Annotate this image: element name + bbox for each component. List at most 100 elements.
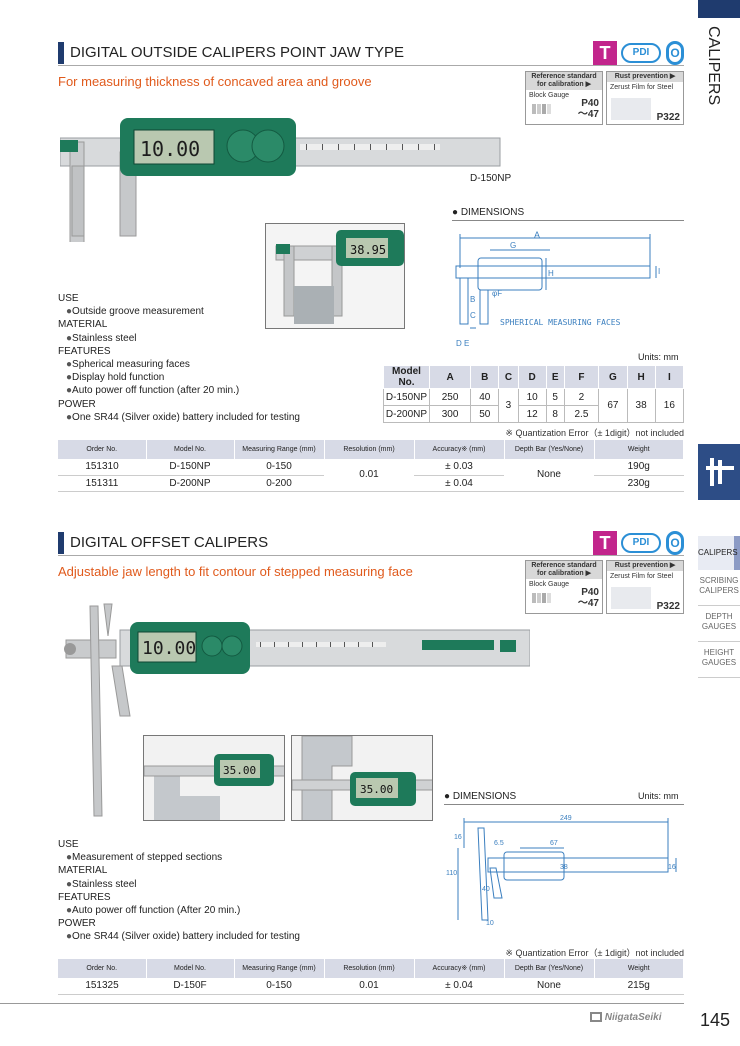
side-nav-depth[interactable]: DEPTH GAUGES <box>698 606 740 642</box>
spec-material-item-text: Stainless steel <box>72 878 137 890</box>
dim-value: 10 <box>486 920 494 927</box>
rust-head: Rust prevention ▶ <box>607 561 683 571</box>
side-nav-height[interactable]: HEIGHT GAUGES <box>698 642 740 678</box>
section2-dimensions-rule <box>444 804 684 805</box>
spec-features-heading: FEATURES <box>58 345 111 357</box>
section1-badge-o: O <box>666 41 684 65</box>
footer-brand: NiigataSeiki <box>590 1012 661 1023</box>
order-th: Accuracy※ (mm) <box>414 440 505 459</box>
rust-page: P322 <box>656 112 680 123</box>
section1-units: Units: mm <box>638 352 679 362</box>
spec-material-heading: MATERIAL <box>58 319 108 331</box>
dims-cell: 38 <box>626 388 656 423</box>
section1-badge-t: T <box>593 41 617 65</box>
dims-th: C <box>498 365 519 389</box>
section2-display-text: 10.00 <box>142 638 196 659</box>
dims-th: G <box>598 365 628 389</box>
section2-dimensions-label: DIMENSIONS <box>452 791 517 802</box>
section2-inset2-display-text: 35.00 <box>360 783 393 796</box>
section1-rust[interactable]: Rust prevention ▶ Zerust Film for Steel … <box>606 71 684 125</box>
section1-rule <box>58 65 684 66</box>
section1-ref-standard[interactable]: Reference standard for calibration ▶ Blo… <box>525 71 603 125</box>
section1-title: DIGITAL OUTSIDE CALIPERS POINT JAW TYPE <box>70 44 404 61</box>
spec-use-item-text: Outside groove measurement <box>72 306 204 318</box>
order-header-row: Order No. Model No. Measuring Range (mm)… <box>58 959 684 978</box>
dims-cell: D-150NP <box>383 388 430 406</box>
brand-name: NiigataSeiki <box>604 1012 662 1023</box>
side-category-icon <box>698 444 740 500</box>
spec-power-item-text: One SR44 (Silver oxide) battery included… <box>72 931 300 943</box>
spec-feature-item-text: Display hold function <box>72 372 165 384</box>
dim-value: 16 <box>454 834 462 841</box>
side-nav-scribing[interactable]: SCRIBING CALIPERS <box>698 570 740 606</box>
order-cell: D-150F <box>146 978 234 995</box>
dims-cell: 300 <box>428 405 472 423</box>
side-tab-title-text: CALIPERS <box>705 26 722 106</box>
spec-feature-item-text: Auto power off function (after 20 min.) <box>72 385 240 397</box>
page-number: 145 <box>700 1010 731 1030</box>
spec-feature-item: Spherical measuring faces <box>58 358 378 371</box>
section2-ref-standard[interactable]: Reference standard for calibration ▶ Blo… <box>525 560 603 614</box>
order-cell: ± 0.03 <box>414 459 504 476</box>
section2-dimension-drawing <box>457 818 677 921</box>
dims-cell: 12 <box>517 405 547 423</box>
section1-dimensions-label: DIMENSIONS <box>460 207 525 218</box>
rust-item: Zerust Film for Steel <box>610 84 674 91</box>
dim-value: 38 <box>560 864 568 871</box>
dims-cell: D-200NP <box>383 405 430 423</box>
section1-dimensions-rule <box>452 220 684 221</box>
section2-inset-photo-2: 35.00 <box>291 735 433 821</box>
dims-bullet-icon: ● <box>452 207 459 218</box>
rust-head: Rust prevention ▶ <box>607 72 683 82</box>
section2-caliper-image: 10.00 <box>64 603 530 817</box>
section2-rust[interactable]: Rust prevention ▶ Zerust Film for Steel … <box>606 560 684 614</box>
order-cell: 0-150 <box>234 459 324 476</box>
svg-text:B: B <box>470 295 475 304</box>
spec-use-item-text: Measurement of stepped sections <box>72 852 223 864</box>
spec-power-item: One SR44 (Silver oxide) battery included… <box>58 930 378 943</box>
section2-dimensions-title: ● DIMENSIONS <box>444 791 516 802</box>
order-cell: D-200NP <box>146 475 234 492</box>
order-cell: 151310 <box>58 459 146 476</box>
dims-row: D-200NP 300 50 12 8 2.5 <box>383 405 684 423</box>
side-nav-calipers[interactable]: CALIPERS <box>698 536 740 570</box>
dim-value: 16 <box>668 864 676 871</box>
dims-cell: 50 <box>470 405 500 423</box>
dims-cell: 8 <box>545 405 565 423</box>
dim-value: 6.5 <box>494 840 504 847</box>
dims-cell: 5 <box>545 388 565 406</box>
section1-dimensions-title: ● DIMENSIONS <box>452 207 524 218</box>
ref-standard-item: Block Gauge <box>529 92 570 99</box>
order-th: Measuring Range (mm) <box>234 440 325 459</box>
section1-order-table: Order No. Model No. Measuring Range (mm)… <box>58 440 684 492</box>
svg-text:A: A <box>534 230 540 240</box>
order-cell: None <box>504 978 594 995</box>
section1-display-text: 10.00 <box>140 137 200 161</box>
dims-cell: 40 <box>470 388 500 406</box>
side-nav: CALIPERS SCRIBING CALIPERS DEPTH GAUGES … <box>698 536 740 678</box>
dims-cell: 2 <box>563 388 600 406</box>
order-cell: 0.01 <box>324 459 414 492</box>
dim-value: 110 <box>446 870 458 877</box>
rust-item: Zerust Film for Steel <box>610 573 674 580</box>
section2-badge-o: O <box>666 531 684 555</box>
order-cell: ± 0.04 <box>414 475 504 492</box>
spec-feature-item: Auto power off function (after 20 min.) <box>58 384 378 397</box>
caliper-icon <box>706 458 734 486</box>
order-cell: 151325 <box>58 978 146 995</box>
spec-power-heading: POWER <box>58 398 96 410</box>
order-cell: 190g <box>594 459 684 476</box>
order-th: Measuring Range (mm) <box>234 959 325 978</box>
svg-text:H: H <box>548 269 554 278</box>
section1-caliper-image: 10.00 <box>60 118 501 242</box>
spec-power-heading: POWER <box>58 918 96 930</box>
spec-use-heading: USE <box>58 839 79 850</box>
dims-th: E <box>545 365 565 389</box>
section2-accent-bar <box>58 532 64 554</box>
order-th: Resolution (mm) <box>324 959 415 978</box>
order-th: Weight <box>594 959 684 978</box>
section2-quant-note: ※ Quantization Error（± 1digit）not includ… <box>505 948 684 958</box>
dims-th: Model No. <box>383 365 430 389</box>
svg-text:I: I <box>658 267 660 276</box>
dim-value: 40 <box>482 886 490 893</box>
